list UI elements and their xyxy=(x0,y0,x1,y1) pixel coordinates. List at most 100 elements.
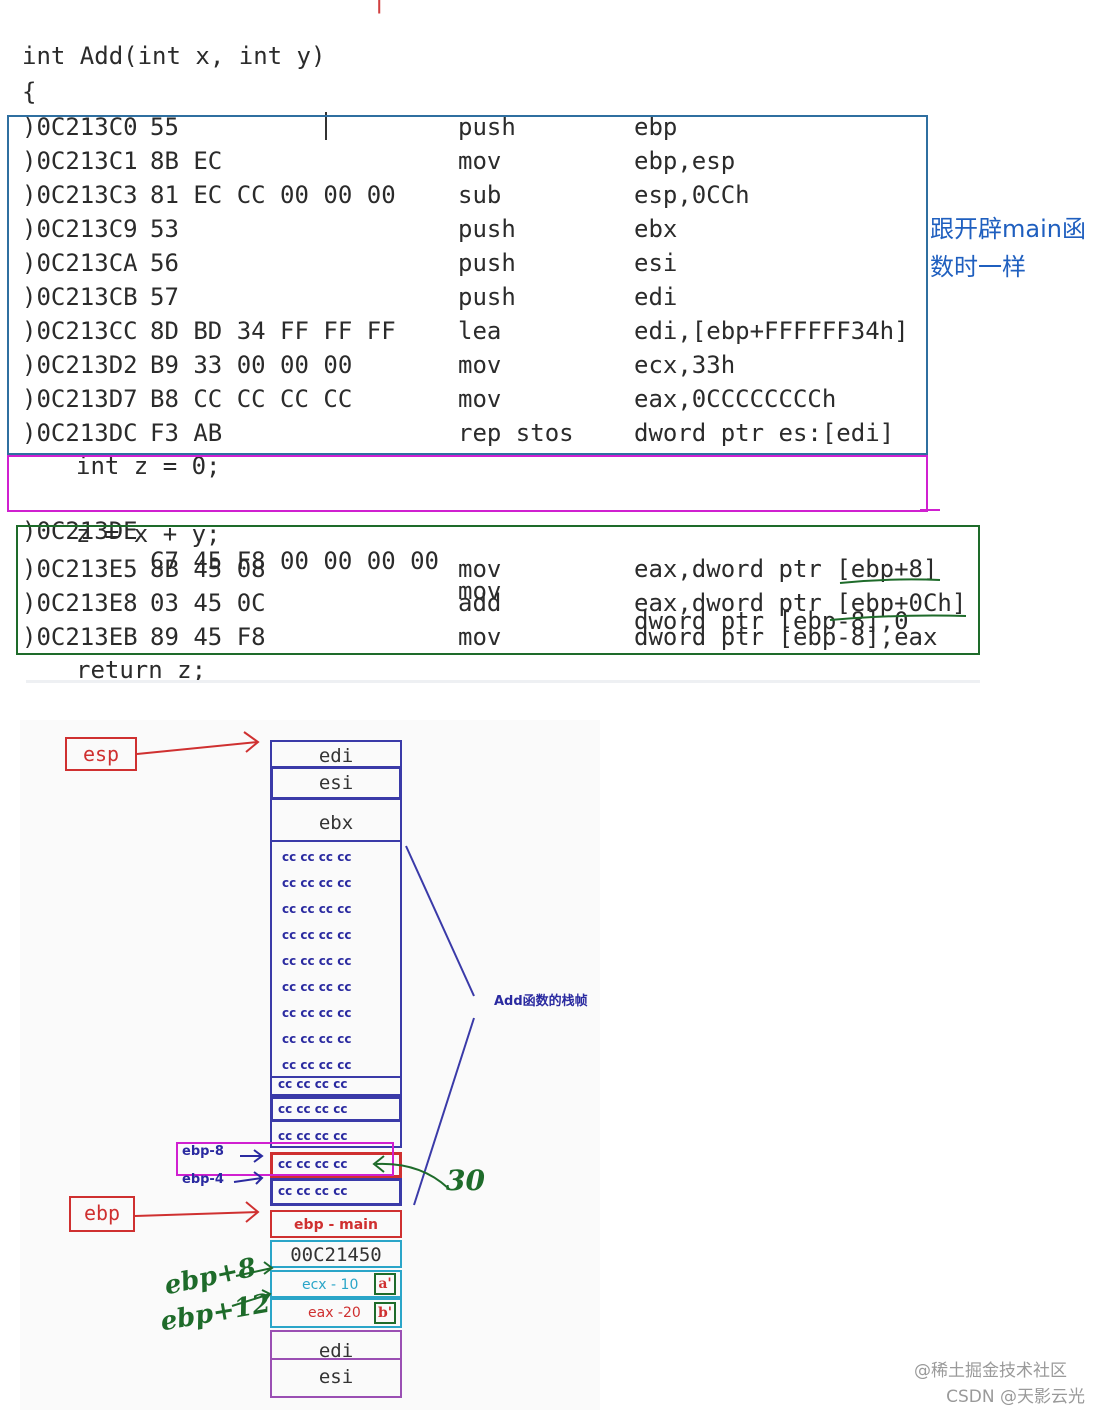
asm-operands: ebx xyxy=(634,215,678,243)
asm-address: )0C213D7 xyxy=(22,385,138,413)
asm-operands: esi xyxy=(634,249,678,277)
cc-text-c: cc cc cc cc xyxy=(278,1129,348,1143)
frame-bracket-top xyxy=(405,845,475,997)
note-line-1: 跟开辟main函 xyxy=(930,215,1086,243)
stack-cell-main-esi: esi xyxy=(270,1360,402,1398)
asm-address: )0C213E8 xyxy=(22,589,138,617)
cropped-header: | xyxy=(372,0,387,14)
asm-bytes: 89 45 F8 xyxy=(150,623,266,651)
asm-address: )0C213CC xyxy=(22,317,138,345)
cc-row: cc cc cc cc xyxy=(282,980,352,994)
stack-cell-return-address: 00C21450 xyxy=(270,1240,402,1268)
cc-row: cc cc cc cc xyxy=(282,928,352,942)
same-as-main-note: 跟开辟main函 数时一样 xyxy=(930,210,1100,286)
param-a-tag: a' xyxy=(374,1273,396,1295)
frame-bracket-bottom xyxy=(413,1017,475,1206)
asm-address: )0C213C3 xyxy=(22,181,138,209)
stack-background xyxy=(20,720,600,1410)
asm-operands: dword ptr es:[edi] xyxy=(634,419,895,447)
asm-mnemonic: add xyxy=(458,589,502,617)
value-30-arrowhead xyxy=(372,1155,385,1173)
cc-cell-ebp-minus-4 xyxy=(270,1178,402,1206)
stack-cell-esi: esi xyxy=(270,766,402,800)
esp-arrow xyxy=(136,741,259,755)
asm-operands: esp,0CCh xyxy=(634,181,750,209)
asm-bytes: 8D BD 34 FF FF FF xyxy=(150,317,396,345)
divider xyxy=(26,680,980,683)
handwritten-underlines xyxy=(829,578,967,621)
asm-bytes: B8 CC CC CC CC xyxy=(150,385,353,413)
cc-text-ebp-minus-4: cc cc cc cc xyxy=(278,1184,348,1198)
cc-cell-c xyxy=(270,1122,402,1148)
asm-address: )0C213D2 xyxy=(22,351,138,379)
cc-row: cc cc cc cc xyxy=(282,876,352,890)
asm-bytes: 03 45 0C xyxy=(150,589,266,617)
cc-row: cc cc cc cc xyxy=(282,1032,352,1046)
watermark-csdn: CSDN @天影云光 xyxy=(946,1387,1085,1407)
stack-arrows xyxy=(134,731,475,1307)
cc-cell-b xyxy=(270,1096,402,1122)
asm-address: )0C213C0 xyxy=(22,113,138,141)
asm-mnemonic: mov xyxy=(458,555,502,583)
cc-cell-a xyxy=(270,1074,402,1096)
ebp-minus-8-arrow xyxy=(240,1149,264,1163)
text-cursor xyxy=(325,112,327,140)
param-b-tag: b' xyxy=(374,1302,396,1324)
asm-mnemonic: mov xyxy=(458,577,502,605)
ebp-arrowhead xyxy=(245,1201,260,1223)
ebp-label: ebp xyxy=(69,1196,135,1232)
cc-row: cc cc cc cc xyxy=(282,850,352,864)
cc-row: cc cc cc cc xyxy=(282,1006,352,1020)
stack-cell-ebp-main: ebp - main xyxy=(270,1210,402,1238)
asm-bytes: C7 45 F8 00 00 00 00 xyxy=(150,547,439,575)
asm-mnemonic: sub xyxy=(458,181,502,209)
asm-mnemonic: lea xyxy=(458,317,502,345)
asm-bytes: 57 xyxy=(150,283,179,311)
init-z-box xyxy=(7,455,928,512)
underline-ebp8 xyxy=(839,578,941,584)
asm-operands: ebp xyxy=(634,113,678,141)
asm-operands: eax,dword ptr [ebp+8] xyxy=(634,555,938,583)
asm-operands: edi,[ebp+FFFFFF34h] xyxy=(634,317,909,345)
stack-cell-edi: edi xyxy=(270,740,402,767)
asm-mnemonic: push xyxy=(458,113,516,141)
asm-mnemonic: mov xyxy=(458,385,502,413)
ebp-arrow xyxy=(134,1211,259,1217)
ebp-minus-8-highlight xyxy=(176,1142,394,1176)
cc-text-ebp-minus-8: cc cc cc cc xyxy=(278,1157,348,1171)
asm-address: )0C213DC xyxy=(22,419,138,447)
asm-address: )0C213EB xyxy=(22,623,138,651)
asm-address: )0C213C9 xyxy=(22,215,138,243)
init-z-box-tail xyxy=(920,509,940,511)
asm-address: )0C213DE xyxy=(22,517,138,545)
asm-address: )0C213CA xyxy=(22,249,138,277)
handwritten-30: 30 xyxy=(446,1164,485,1197)
cc-row: cc cc cc cc xyxy=(282,1058,352,1072)
asm-bytes: 8B 45 08 xyxy=(150,555,266,583)
asm-operands: eax,dword ptr [ebp+0Ch] xyxy=(634,589,967,617)
stmt-return: return z; xyxy=(76,656,207,684)
prologue-box xyxy=(7,115,928,455)
asm-address: )0C213C1 xyxy=(22,147,138,175)
asm-operands: dword ptr [ebp-8],eax xyxy=(634,623,938,651)
value-30-arrow xyxy=(375,1162,449,1189)
asm-operands: dword ptr [ebp-8],0 xyxy=(634,607,909,635)
ebp-minus-4-label: ebp-4 xyxy=(182,1172,224,1187)
asm-mnemonic: mov xyxy=(458,147,502,175)
watermark-juejin: @稀土掘金技术社区 xyxy=(914,1361,1067,1381)
esp-label: esp xyxy=(65,737,137,771)
cc-text-b: cc cc cc cc xyxy=(278,1102,348,1116)
asm-operands: ebp,esp xyxy=(634,147,736,175)
stack-cell-param-y: eax -20 xyxy=(270,1298,402,1328)
asm-mnemonic: rep stos xyxy=(458,419,574,447)
asm-operands: eax,0CCCCCCCCh xyxy=(634,385,837,413)
stack-cell-main-edi: edi xyxy=(270,1330,402,1362)
asm-mnemonic: push xyxy=(458,283,516,311)
asm-bytes: 81 EC CC 00 00 00 xyxy=(150,181,396,209)
ebp-minus-8-label: ebp-8 xyxy=(182,1144,224,1159)
stack-cell-ebx: ebx xyxy=(270,800,402,842)
asm-bytes: 56 xyxy=(150,249,179,277)
asm-line-stmt1: )0C213DE C7 45 F8 00 00 00 00 mov dword … xyxy=(22,486,909,666)
asm-mnemonic: mov xyxy=(458,351,502,379)
